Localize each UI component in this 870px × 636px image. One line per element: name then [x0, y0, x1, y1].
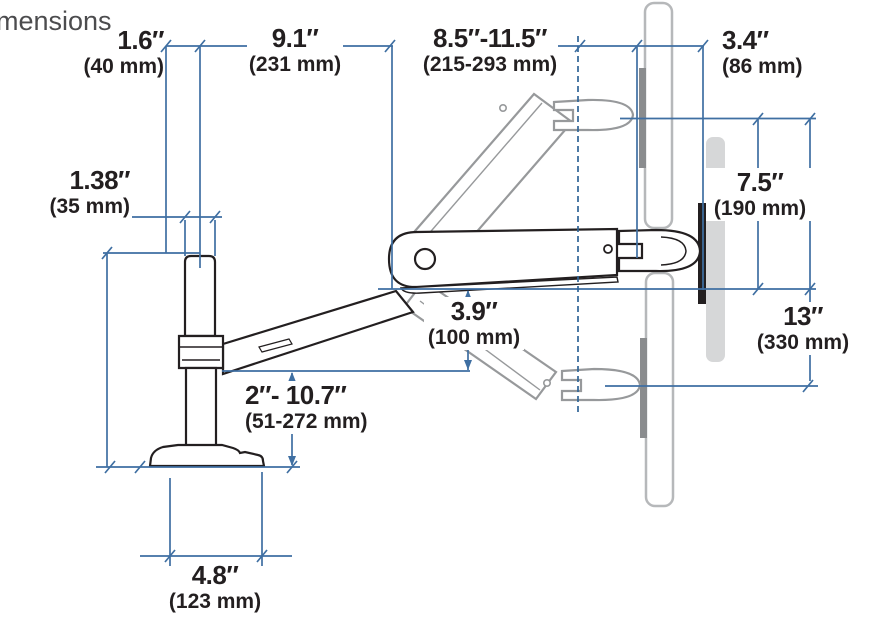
monitor-top-silhouette [643, 1, 674, 230]
monitor-bottom-silhouette [644, 271, 675, 508]
dim-metric: (51-272 mm) [245, 410, 368, 434]
dim-metric: (190 mm) [713, 197, 807, 221]
dim-metric: (40 mm) [83, 55, 164, 79]
dim-metric: (100 mm) [427, 326, 521, 350]
page-title: mensions [0, 6, 112, 36]
dim-value: 2″- 10.7″ [245, 380, 347, 410]
arm-pivot [413, 247, 437, 271]
arm-assembly [221, 227, 702, 376]
dim-label-8-5-11-5: 8.5″-11.5″ (215-293 mm) [406, 23, 574, 77]
dim-value: 13″ [783, 301, 823, 331]
dim-label-1-38: 1.38″ (35 mm) [26, 165, 130, 219]
dim-label-9-1: 9.1″ (231 mm) [238, 23, 352, 77]
dim-label-3-9: 3.9″ (100 mm) [424, 296, 524, 350]
dim-label-7-5: 7.5″ (190 mm) [706, 167, 814, 221]
dim-metric: (86 mm) [722, 55, 803, 79]
dim-metric: (215-293 mm) [422, 53, 558, 77]
dim-value: 1.6″ [117, 25, 164, 55]
extender-arm [221, 289, 415, 376]
monitor-middle-vesa [698, 203, 706, 304]
dim-value: 9.1″ [271, 23, 319, 53]
dimension-ticks [101, 39, 816, 563]
dim-metric: (123 mm) [168, 590, 262, 614]
dim-label-3-4: 3.4″ (86 mm) [722, 25, 834, 79]
monitor-bottom-vesa [640, 338, 647, 438]
pole-collar [177, 334, 225, 370]
dim-value: 8.5″-11.5″ [433, 23, 547, 53]
upper-arm-mount [552, 98, 635, 132]
lower-arm-mount [560, 367, 642, 402]
dim-value: 3.9″ [450, 296, 498, 326]
pole [177, 254, 225, 448]
dim-value: 1.38″ [69, 165, 130, 195]
dim-label-1-6: 1.6″ (40 mm) [52, 25, 164, 79]
dim-metric: (330 mm) [756, 331, 850, 355]
desk-clamp [148, 443, 266, 468]
dim-label-4-8: 4.8″ (123 mm) [156, 560, 274, 614]
dim-value: 3.4″ [722, 25, 769, 55]
dim-label-13: 13″ (330 mm) [748, 301, 858, 355]
dim-metric: (231 mm) [248, 53, 342, 77]
dim-value: 7.5″ [736, 167, 784, 197]
dim-metric: (35 mm) [49, 195, 130, 219]
dim-label-2-10-7: 2″- 10.7″ (51-272 mm) [243, 380, 435, 434]
dim-value: 4.8″ [191, 560, 239, 590]
monitor-mount-head [617, 228, 702, 273]
